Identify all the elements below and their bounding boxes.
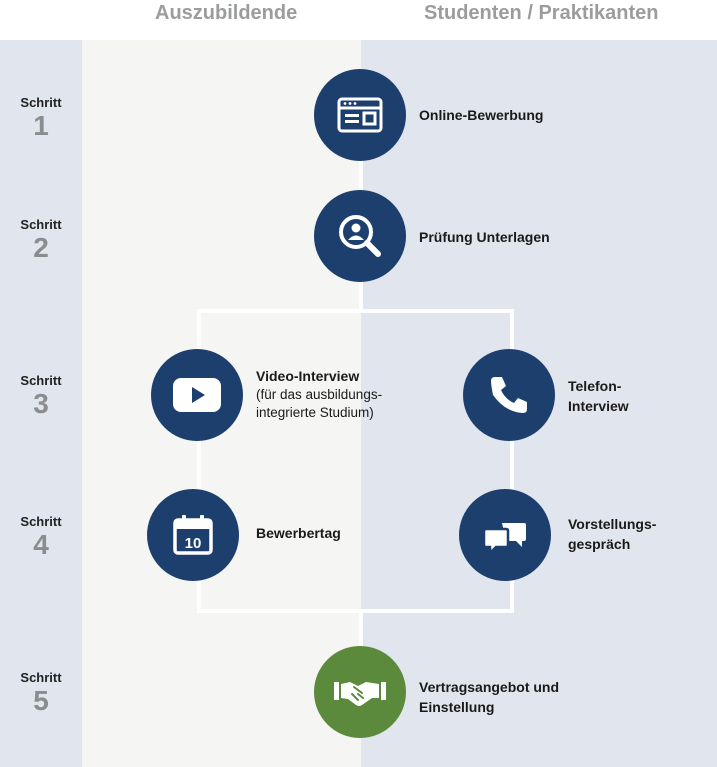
connector-left-branch (197, 309, 201, 613)
handshake-icon (334, 682, 386, 706)
vorstellungsgespraech-line1: Vorstellungs- (568, 516, 657, 532)
video-interview-note-line2: integrierte Studium) (256, 405, 374, 420)
step-number: 1 (33, 110, 49, 141)
telefon-interview-label: Telefon- Interview (568, 376, 629, 416)
step-label: Schritt (20, 217, 62, 232)
calendar-icon: 10 (173, 515, 213, 555)
video-interview-note-line1: (für das ausbildungs- (256, 387, 383, 402)
bewerbertag-node: 10 (147, 489, 239, 581)
vorstellungsgespraech-line2: gespräch (568, 536, 631, 552)
step-1: Schritt 1 (0, 95, 82, 141)
step-2: Schritt 2 (0, 217, 82, 263)
connector-branch-top (197, 309, 514, 313)
telefon-interview-node (463, 349, 555, 441)
step-3: Schritt 3 (0, 373, 82, 419)
pruefung-unterlagen-node (314, 190, 406, 282)
telefon-interview-line1: Telefon- (568, 378, 622, 394)
vorstellungsgespraech-node (459, 489, 551, 581)
speech-bubbles-icon (482, 523, 526, 557)
video-interview-label: Video-Interview (für das ausbildungs- in… (256, 366, 382, 422)
step-label: Schritt (20, 373, 62, 388)
online-bewerbung-label: Online-Bewerbung (419, 107, 544, 123)
video-interview-title: Video-Interview (256, 368, 360, 384)
vertragsangebot-line1: Vertragsangebot und (419, 679, 560, 695)
pruefung-unterlagen-label: Prüfung Unterlagen (419, 229, 550, 245)
vertragsangebot-line2: Einstellung (419, 699, 495, 715)
video-interview-node (151, 349, 243, 441)
step-number: 5 (33, 685, 49, 716)
vorstellungsgespraech-label: Vorstellungs- gespräch (568, 514, 656, 554)
magnify-user-icon (339, 215, 381, 257)
telefon-interview-line2: Interview (568, 398, 629, 414)
step-number: 2 (33, 232, 49, 263)
vertragsangebot-node (314, 646, 406, 738)
connector-branch-bottom (197, 609, 514, 613)
vertragsangebot-label: Vertragsangebot und Einstellung (419, 677, 559, 717)
column-header-auszubildende: Auszubildende (155, 2, 298, 24)
online-bewerbung-node (314, 69, 406, 161)
step-label: Schritt (20, 670, 62, 685)
step-4: Schritt 4 (0, 514, 82, 560)
column-header-studenten: Studenten / Praktikanten (424, 2, 659, 24)
step-label: Schritt (20, 95, 62, 110)
video-play-icon (173, 378, 221, 412)
step-label: Schritt (20, 514, 62, 529)
phone-icon (491, 377, 527, 413)
step-column-background (0, 40, 82, 767)
bewerbertag-label: Bewerbertag (256, 525, 341, 541)
step-number: 3 (33, 388, 49, 419)
calendar-day-text: 10 (185, 535, 202, 552)
connector-right-branch (510, 309, 514, 613)
step-5: Schritt 5 (0, 670, 82, 716)
browser-window-icon (337, 97, 383, 133)
connector-bottom (359, 609, 363, 669)
step-number: 4 (33, 529, 49, 560)
